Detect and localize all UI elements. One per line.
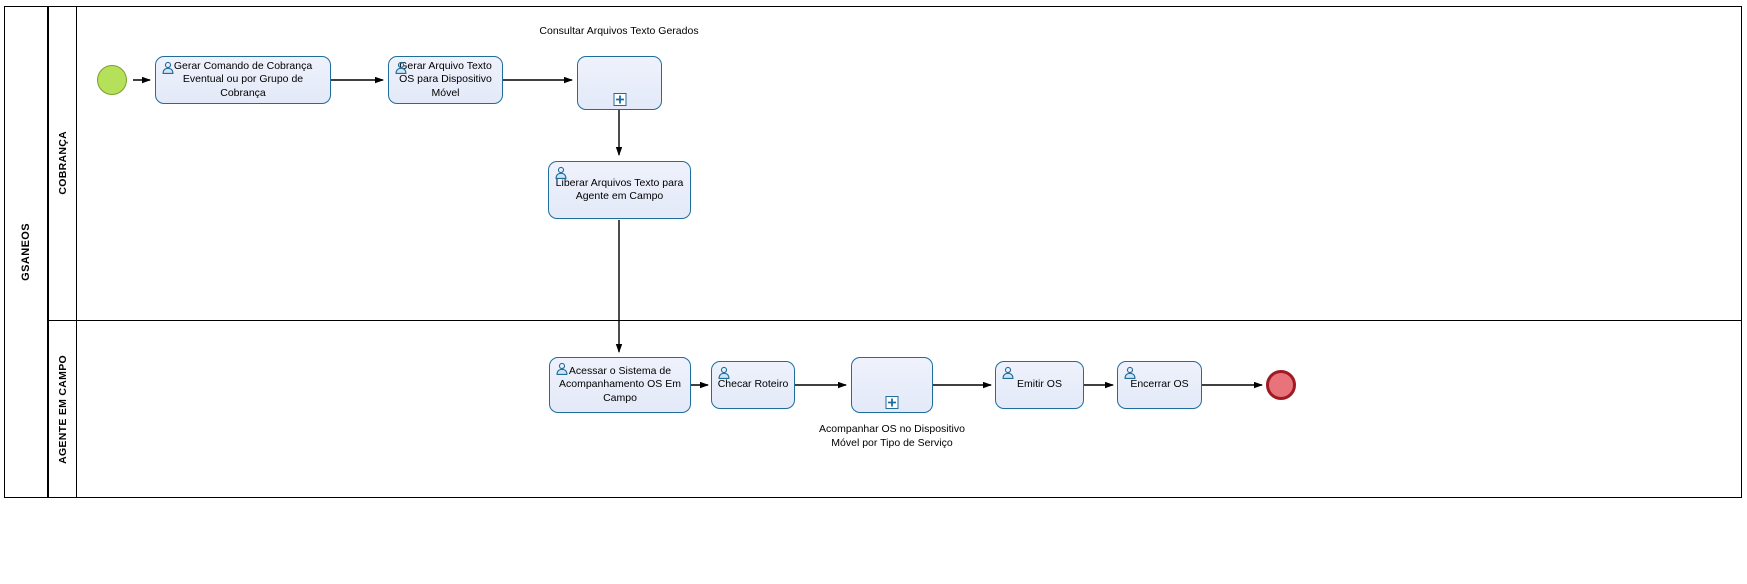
task-label: Encerrar OS — [1130, 378, 1189, 391]
start-event[interactable] — [97, 65, 127, 95]
plus-marker-icon — [885, 396, 899, 409]
user-task-icon — [555, 166, 567, 179]
lane-label-cobranca: COBRANÇA — [56, 131, 69, 195]
task-encerrar-os[interactable]: Encerrar OS — [1117, 361, 1202, 409]
task-label: Gerar Arquivo Texto OS para Dispositivo … — [399, 60, 492, 99]
task-acessar-sistema-acompanhamento[interactable]: Acessar o Sistema de Acompanhamento OS E… — [549, 357, 691, 413]
pool-title: GSANEOS — [19, 223, 32, 281]
pool-label-gsaneos: GSANEOS — [4, 6, 48, 498]
plus-marker-icon — [613, 93, 626, 106]
user-task-icon — [1002, 366, 1014, 379]
subprocess-consultar-external-label: Consultar Arquivos Texto Gerados — [539, 25, 699, 37]
lane-agente-em-campo: AGENTE EM CAMPO — [48, 321, 1742, 498]
pool-gsaneos — [4, 6, 1742, 498]
subprocess-acompanhar-external-label: Acompanhar OS no Dispositivo Móvel por T… — [819, 423, 965, 449]
task-liberar-arquivos-texto[interactable]: Liberar Arquivos Texto para Agente em Ca… — [548, 161, 691, 219]
task-label: Acessar o Sistema de Acompanhamento OS E… — [559, 365, 681, 404]
lane-header-agente-em-campo: AGENTE EM CAMPO — [49, 321, 77, 498]
user-task-icon — [718, 366, 730, 379]
task-checar-roteiro[interactable]: Checar Roteiro — [711, 361, 795, 409]
subprocess-acompanhar-os-dispositivo-movel[interactable] — [851, 357, 933, 413]
lane-label-agente-em-campo: AGENTE EM CAMPO — [56, 355, 69, 464]
task-gerar-arquivo-texto-os[interactable]: Gerar Arquivo Texto OS para Dispositivo … — [388, 56, 503, 104]
user-task-icon — [1124, 366, 1136, 379]
end-event[interactable] — [1266, 370, 1296, 400]
user-task-icon — [162, 61, 174, 74]
user-task-icon — [395, 61, 407, 74]
subprocess-consultar-arquivos-texto-gerados[interactable] — [577, 56, 662, 110]
task-label: Liberar Arquivos Texto para Agente em Ca… — [555, 176, 684, 202]
user-task-icon — [556, 362, 568, 375]
task-label: Gerar Comando de Cobrança Eventual ou po… — [173, 60, 313, 99]
lane-cobranca: COBRANÇA — [48, 6, 1742, 321]
lane-header-cobranca: COBRANÇA — [49, 6, 77, 320]
task-gerar-comando-de-cobranca[interactable]: Gerar Comando de Cobrança Eventual ou po… — [155, 56, 331, 104]
task-label: Emitir OS — [1017, 378, 1062, 391]
task-emitir-os[interactable]: Emitir OS — [995, 361, 1084, 409]
task-label: Checar Roteiro — [717, 378, 789, 391]
